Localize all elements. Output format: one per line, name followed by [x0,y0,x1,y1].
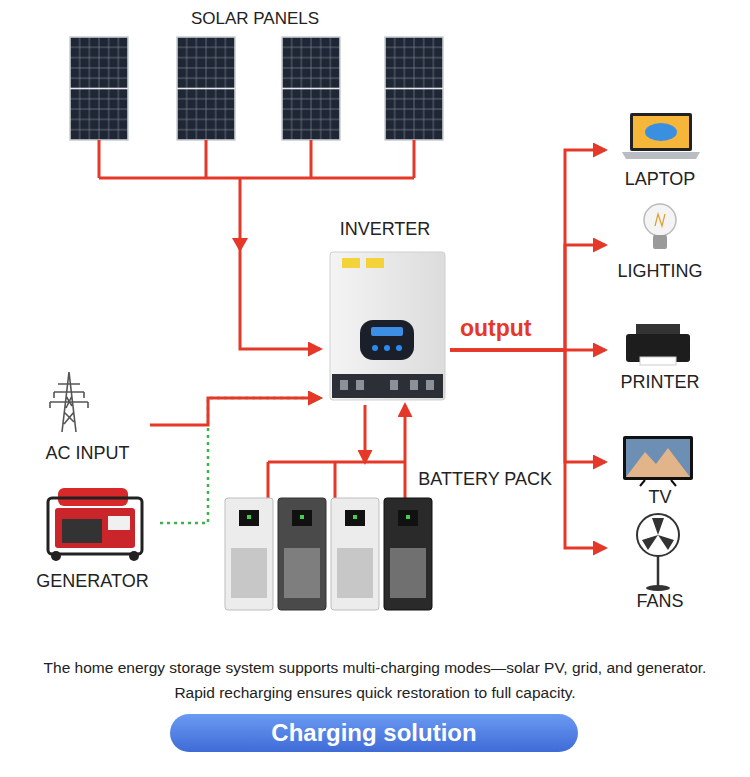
panel-wire [99,140,414,178]
laptop-screen [630,113,692,151]
power-line [450,350,605,462]
generator-engine [62,519,102,543]
laptop-base [622,152,700,159]
power-line [364,405,367,462]
label-holder: BATTERY PACK [418,468,552,490]
label-holder: PRINTER [605,371,715,393]
flow-arrowhead [232,238,248,252]
power-tower [50,372,88,432]
power-line [240,178,320,349]
load-device: PRINTER [605,318,715,393]
label-holder: LAPTOP [605,168,715,190]
tv-stand [640,480,676,486]
tv-screen [626,439,690,477]
terminal-strip [332,374,443,398]
power-line [404,405,407,462]
load-device: FANS [605,508,715,612]
power-line [450,349,605,352]
generator-frame [48,498,142,554]
laptop-wallpaper [645,123,677,141]
warning-sticker [342,258,360,268]
edge-label: output [460,315,532,341]
tv-frame [623,436,693,480]
printer-paper [640,357,676,365]
solar-array: SOLAR PANELS [55,4,455,178]
label-holder: FANS [605,590,715,612]
load-device: TV [605,428,715,508]
battery-bus [268,462,405,498]
tv-mountain [626,448,690,477]
node-label: GENERATOR [25,570,160,592]
caption-text: The home energy storage system supports … [40,655,710,705]
inverter-button [372,345,378,351]
generator-source: GENERATOR [25,484,160,592]
fan-pole [657,556,660,586]
inverter-display [360,320,414,360]
power-line [450,150,605,350]
power-line [450,245,605,350]
node-label: LIGHTING [605,260,715,282]
generator-panel [108,516,130,530]
bulb-filament [655,214,665,226]
label-holder: GENERATOR [25,570,160,592]
fan-guard [637,514,679,556]
inverter-button [396,345,402,351]
terminal [340,380,434,390]
title-banner: Charging solution [170,714,578,752]
label-holder: AC INPUT [25,442,150,464]
inverter-button [384,345,390,351]
display-screen [371,327,403,336]
node-label: LAPTOP [605,168,715,190]
fan-base [646,585,670,591]
power-line [450,350,605,548]
generator-body [55,508,135,548]
bulb-glass [644,204,676,236]
node-label: TV [605,486,715,508]
load-device: LIGHTING [605,196,715,282]
label-holder: SOLAR PANELS [55,8,455,30]
label-holder: LIGHTING [605,260,715,282]
laptop-display [633,116,689,148]
node-label: SOLAR PANELS [55,8,455,30]
node-label: BATTERY PACK [418,468,552,490]
label-holder: TV [605,486,715,508]
node-label: FANS [605,590,715,612]
bulb-base [653,235,667,249]
load-device: LAPTOP [605,108,715,190]
power-line [150,398,320,425]
generator-wheel [129,551,139,561]
inverter-body [330,252,445,400]
label-holder: INVERTER [320,218,450,240]
warning-sticker [366,258,384,268]
generator-line [160,398,320,523]
battery-led [247,515,410,519]
grid-input: AC INPUT [25,362,150,464]
generator-wheel [51,551,61,561]
node-label: INVERTER [320,218,450,240]
inverter-unit: INVERTER [320,216,450,405]
panel-divider [70,88,443,90]
node-label: AC INPUT [25,442,150,464]
node-label: PRINTER [605,371,715,393]
battery-vent [231,548,426,598]
battery-pack: BATTERY PACK [222,462,557,614]
battery-screen [239,510,418,526]
fan-blade [642,518,674,550]
